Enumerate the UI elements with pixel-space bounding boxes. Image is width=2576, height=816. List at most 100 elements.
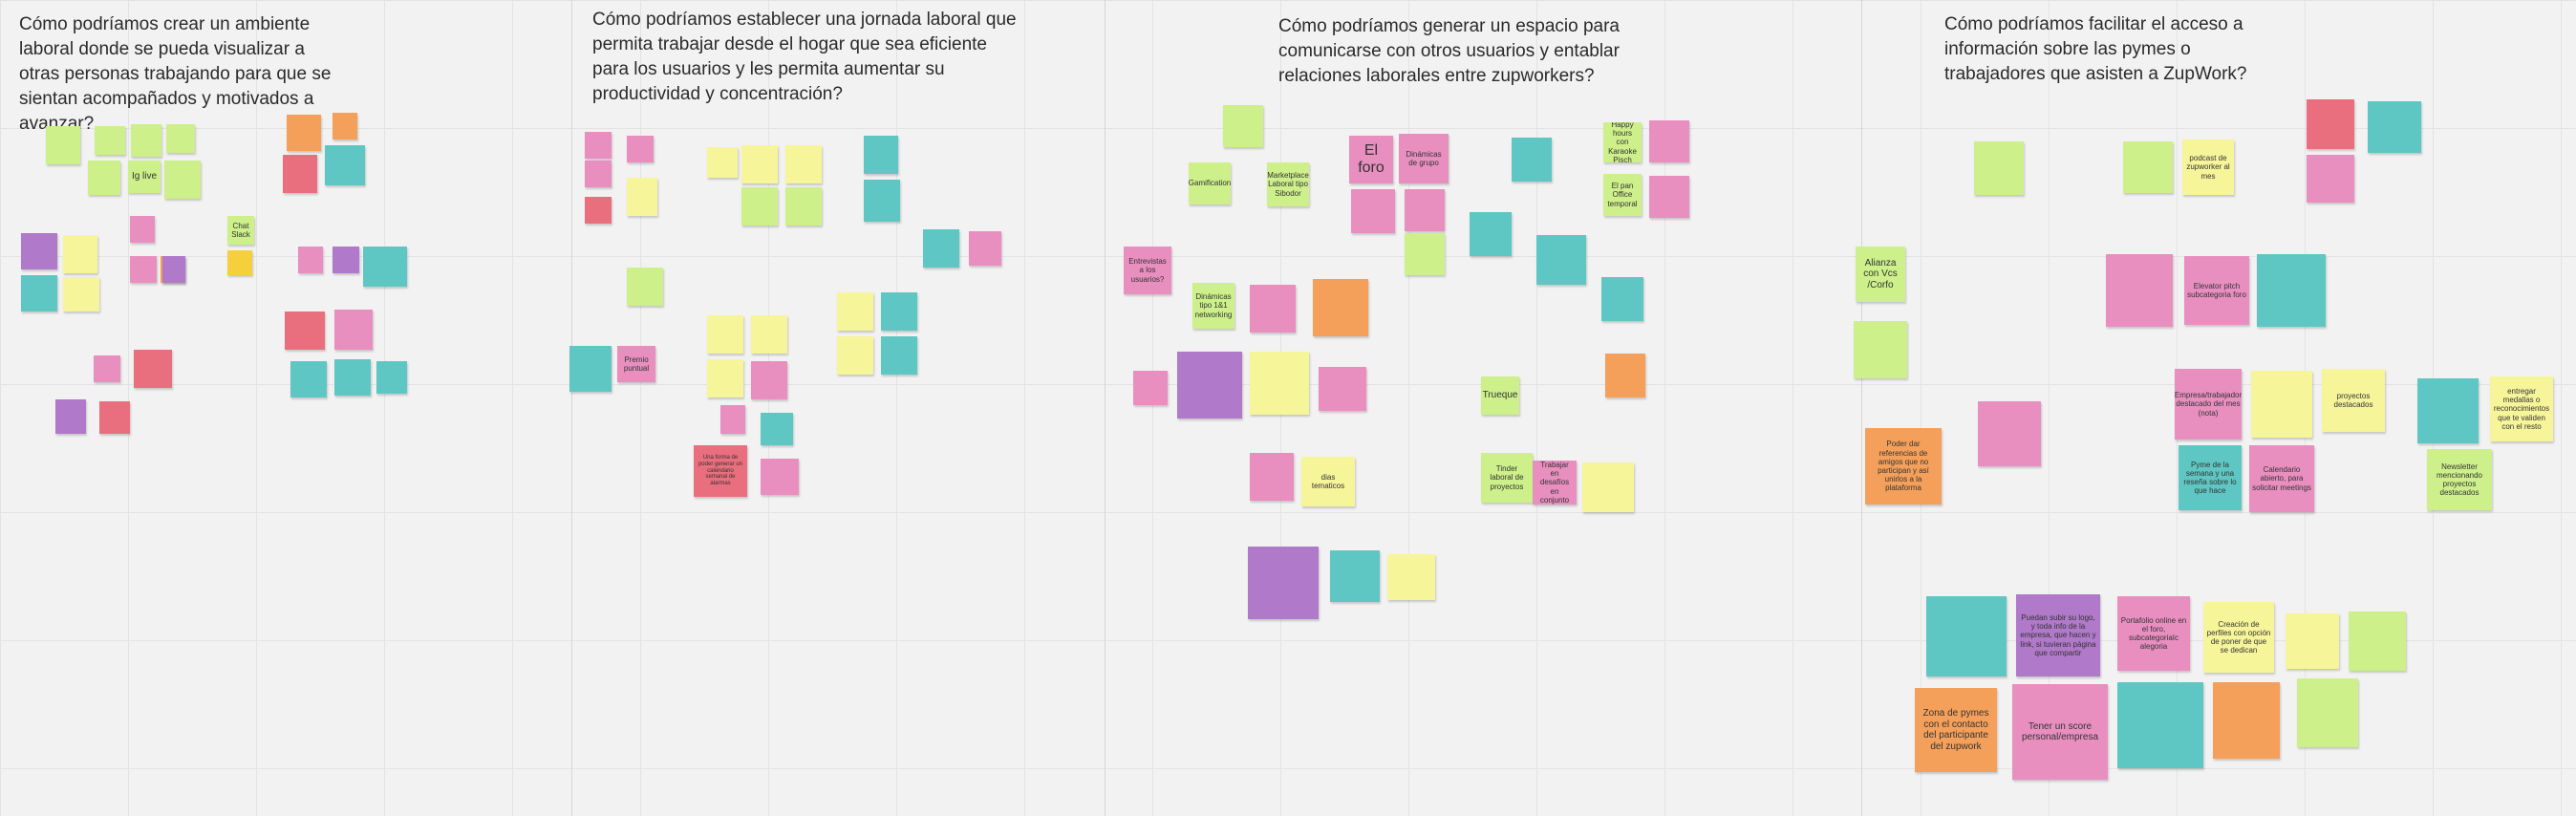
sticky-note[interactable]: Pyme de la semana y una reseña sobre lo … [2179, 445, 2242, 510]
sticky-note[interactable] [1854, 321, 1907, 378]
sticky-note[interactable]: Trabajar en desafíos en conjunto [1533, 461, 1577, 505]
sticky-note[interactable]: Creación de perfiles con opción de poner… [2203, 602, 2274, 673]
sticky-note[interactable] [1405, 233, 1445, 275]
sticky-note[interactable] [63, 235, 97, 273]
sticky-note[interactable]: Puedan subir su logo, y toda info de la … [2016, 594, 2100, 676]
sticky-note[interactable] [2117, 682, 2203, 768]
sticky-note[interactable]: Empresa/trabajador destacado del mes (no… [2175, 369, 2242, 440]
sticky-note[interactable] [130, 256, 157, 283]
sticky-note[interactable] [1926, 596, 2007, 676]
sticky-note[interactable] [1601, 277, 1643, 321]
sticky-note[interactable]: Zona de pymes con el contacto del partic… [1915, 688, 1997, 772]
sticky-note[interactable] [290, 361, 327, 397]
sticky-note[interactable]: Dinámicas de grupo [1399, 134, 1449, 183]
sticky-note[interactable] [707, 359, 743, 397]
sticky-note[interactable] [283, 155, 317, 193]
sticky-note[interactable] [1319, 367, 1366, 411]
sticky-note[interactable]: Newsletter mencionando proyectos destaca… [2427, 449, 2492, 510]
sticky-note[interactable] [376, 361, 407, 394]
sticky-note[interactable] [881, 292, 917, 331]
sticky-note[interactable]: Happy hours con Karaoke Pisch [1603, 122, 1642, 162]
sticky-note[interactable] [325, 145, 365, 185]
sticky-note[interactable]: Dinámicas tipo 1&1 networking [1192, 283, 1234, 329]
sticky-note[interactable] [2251, 371, 2312, 438]
sticky-note[interactable]: Entrevistas a los usuarios? [1124, 247, 1171, 294]
sticky-note[interactable]: Ig live [128, 161, 161, 193]
sticky-note[interactable]: Marketplace Laboral tipo Sibodor [1267, 162, 1309, 206]
sticky-note[interactable] [2349, 612, 2406, 671]
sticky-note[interactable]: entregar medallas o reconocimientos que … [2490, 376, 2553, 441]
sticky-note[interactable] [751, 361, 787, 399]
sticky-note[interactable] [46, 126, 80, 164]
sticky-note[interactable] [585, 161, 612, 187]
sticky-note[interactable] [1582, 462, 1634, 512]
sticky-note[interactable] [751, 315, 787, 354]
sticky-note[interactable]: Trueque [1481, 376, 1519, 415]
sticky-note[interactable]: proyectos destacados [2322, 369, 2385, 432]
sticky-note[interactable] [785, 145, 822, 183]
sticky-note[interactable]: Gamification [1189, 162, 1231, 204]
sticky-note[interactable]: Tinder laboral de proyectos [1481, 453, 1533, 503]
sticky-note[interactable] [88, 161, 120, 195]
sticky-note[interactable]: Tener un score personal/empresa [2012, 684, 2108, 780]
sticky-note[interactable] [969, 231, 1001, 266]
sticky-note[interactable] [707, 315, 743, 354]
sticky-note[interactable] [741, 187, 778, 225]
sticky-note[interactable] [1405, 189, 1445, 231]
sticky-note[interactable] [99, 401, 130, 434]
sticky-note[interactable] [130, 216, 155, 243]
sticky-note[interactable] [1330, 550, 1380, 602]
sticky-note[interactable] [1313, 279, 1368, 336]
sticky-note[interactable] [627, 136, 654, 162]
sticky-note[interactable] [585, 132, 612, 159]
sticky-note[interactable] [1177, 352, 1242, 419]
sticky-note[interactable] [333, 113, 357, 140]
sticky-note[interactable] [1974, 141, 2024, 195]
sticky-note[interactable] [2286, 613, 2339, 669]
sticky-note[interactable] [864, 180, 900, 222]
sticky-note[interactable]: El foro [1349, 136, 1393, 183]
sticky-note[interactable] [2106, 254, 2173, 327]
sticky-note[interactable] [1250, 453, 1294, 501]
sticky-note[interactable] [2123, 141, 2173, 193]
sticky-note[interactable] [585, 197, 612, 224]
sticky-note[interactable]: Premio puntual [617, 346, 655, 382]
sticky-note[interactable] [2297, 678, 2358, 747]
sticky-note[interactable] [55, 399, 86, 434]
sticky-note[interactable] [720, 405, 745, 434]
sticky-note[interactable] [298, 247, 323, 273]
sticky-note[interactable] [761, 459, 799, 495]
sticky-note[interactable] [837, 336, 873, 375]
sticky-note[interactable] [864, 136, 898, 174]
sticky-note[interactable] [707, 147, 738, 178]
sticky-note[interactable] [1512, 138, 1552, 182]
sticky-note[interactable]: Una forma de poder generar un calendario… [694, 445, 747, 497]
sticky-note[interactable]: El pan Office temporal [1603, 174, 1642, 216]
sticky-note[interactable] [741, 145, 778, 183]
sticky-note[interactable] [837, 292, 873, 331]
sticky-note[interactable] [761, 413, 793, 445]
sticky-note[interactable] [2257, 254, 2326, 327]
sticky-note[interactable] [363, 247, 407, 287]
sticky-note[interactable] [334, 359, 371, 396]
sticky-note[interactable] [923, 229, 959, 268]
sticky-note[interactable]: dias tematicos [1301, 457, 1355, 506]
sticky-note[interactable] [1649, 176, 1689, 218]
sticky-note[interactable] [2307, 99, 2354, 149]
sticky-note[interactable]: Poder dar referencias de amigos que no p… [1865, 428, 1942, 505]
sticky-note[interactable] [881, 336, 917, 375]
sticky-note[interactable] [1978, 401, 2041, 466]
sticky-note[interactable] [333, 247, 359, 273]
sticky-note[interactable] [1248, 547, 1319, 619]
sticky-note[interactable] [164, 161, 201, 199]
sticky-note[interactable] [2368, 101, 2421, 153]
sticky-note[interactable]: Alianza con Vcs /Corfo [1856, 247, 1905, 302]
sticky-note[interactable] [1470, 212, 1512, 256]
sticky-note[interactable] [2307, 155, 2354, 203]
sticky-note[interactable] [1536, 235, 1586, 285]
sticky-note[interactable] [1387, 554, 1435, 600]
sticky-note[interactable] [1605, 354, 1645, 397]
sticky-note[interactable] [1250, 352, 1309, 415]
sticky-note[interactable]: podcast de zupworker al mes [2182, 140, 2234, 195]
sticky-note[interactable] [1133, 371, 1168, 405]
